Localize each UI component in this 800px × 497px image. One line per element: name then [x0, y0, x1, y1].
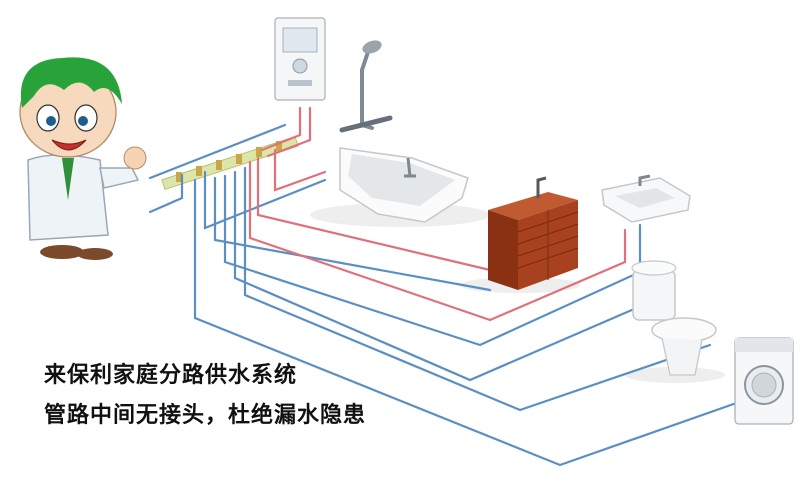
wash-basin-icon — [602, 176, 690, 222]
caption-line-2: 管路中间无接头，杜绝漏水隐患 — [44, 397, 366, 429]
mascot-icon — [20, 57, 146, 260]
caption-line-1: 来保利家庭分路供水系统 — [44, 357, 297, 389]
toilet-icon — [632, 261, 716, 375]
cold-pipe-shower — [205, 172, 325, 228]
washing-machine-icon — [735, 338, 793, 424]
kitchen-cabinet-icon — [488, 178, 578, 290]
shower-icon — [342, 38, 390, 130]
water-heater-icon — [275, 18, 325, 100]
